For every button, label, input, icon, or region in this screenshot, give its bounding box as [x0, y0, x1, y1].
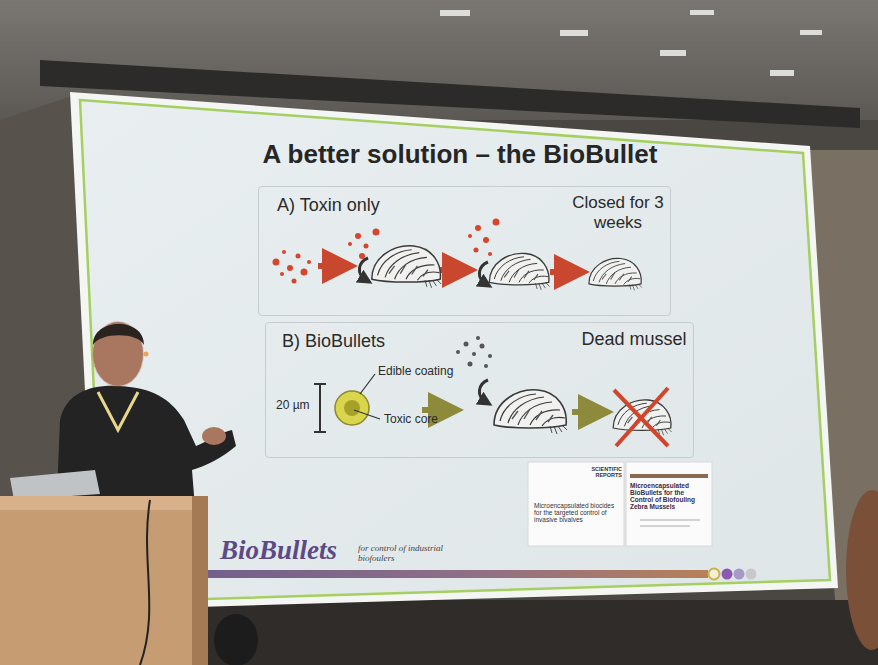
panel-text: 20 µm	[276, 399, 322, 413]
paper-text: Microencapsulated BioBullets for the Con…	[630, 482, 708, 511]
paper-text: Microencapsulated biocides for the targe…	[534, 502, 620, 523]
logo-text: BioBullets	[220, 536, 354, 566]
logo-text: for control of industrial biofoulers	[358, 544, 454, 564]
panel-text: Closed for 3 weeks	[571, 193, 665, 232]
panel-text: Dead mussel	[580, 329, 688, 350]
paper-text: SCIENTIFIC REPORTS	[574, 466, 622, 478]
panel-heading: B) BioBullets	[282, 331, 482, 352]
panel-text: Toxic core	[384, 413, 484, 427]
slide-title: A better solution – the BioBullet	[160, 140, 760, 170]
panel-heading: A) Toxin only	[277, 195, 477, 216]
panel-box: B) BioBulletsEdible coatingToxic core 20 …	[265, 322, 694, 458]
panel-box: A) Toxin only Closed for 3 weeks	[258, 186, 671, 316]
panel-text: Edible coating	[378, 365, 488, 379]
